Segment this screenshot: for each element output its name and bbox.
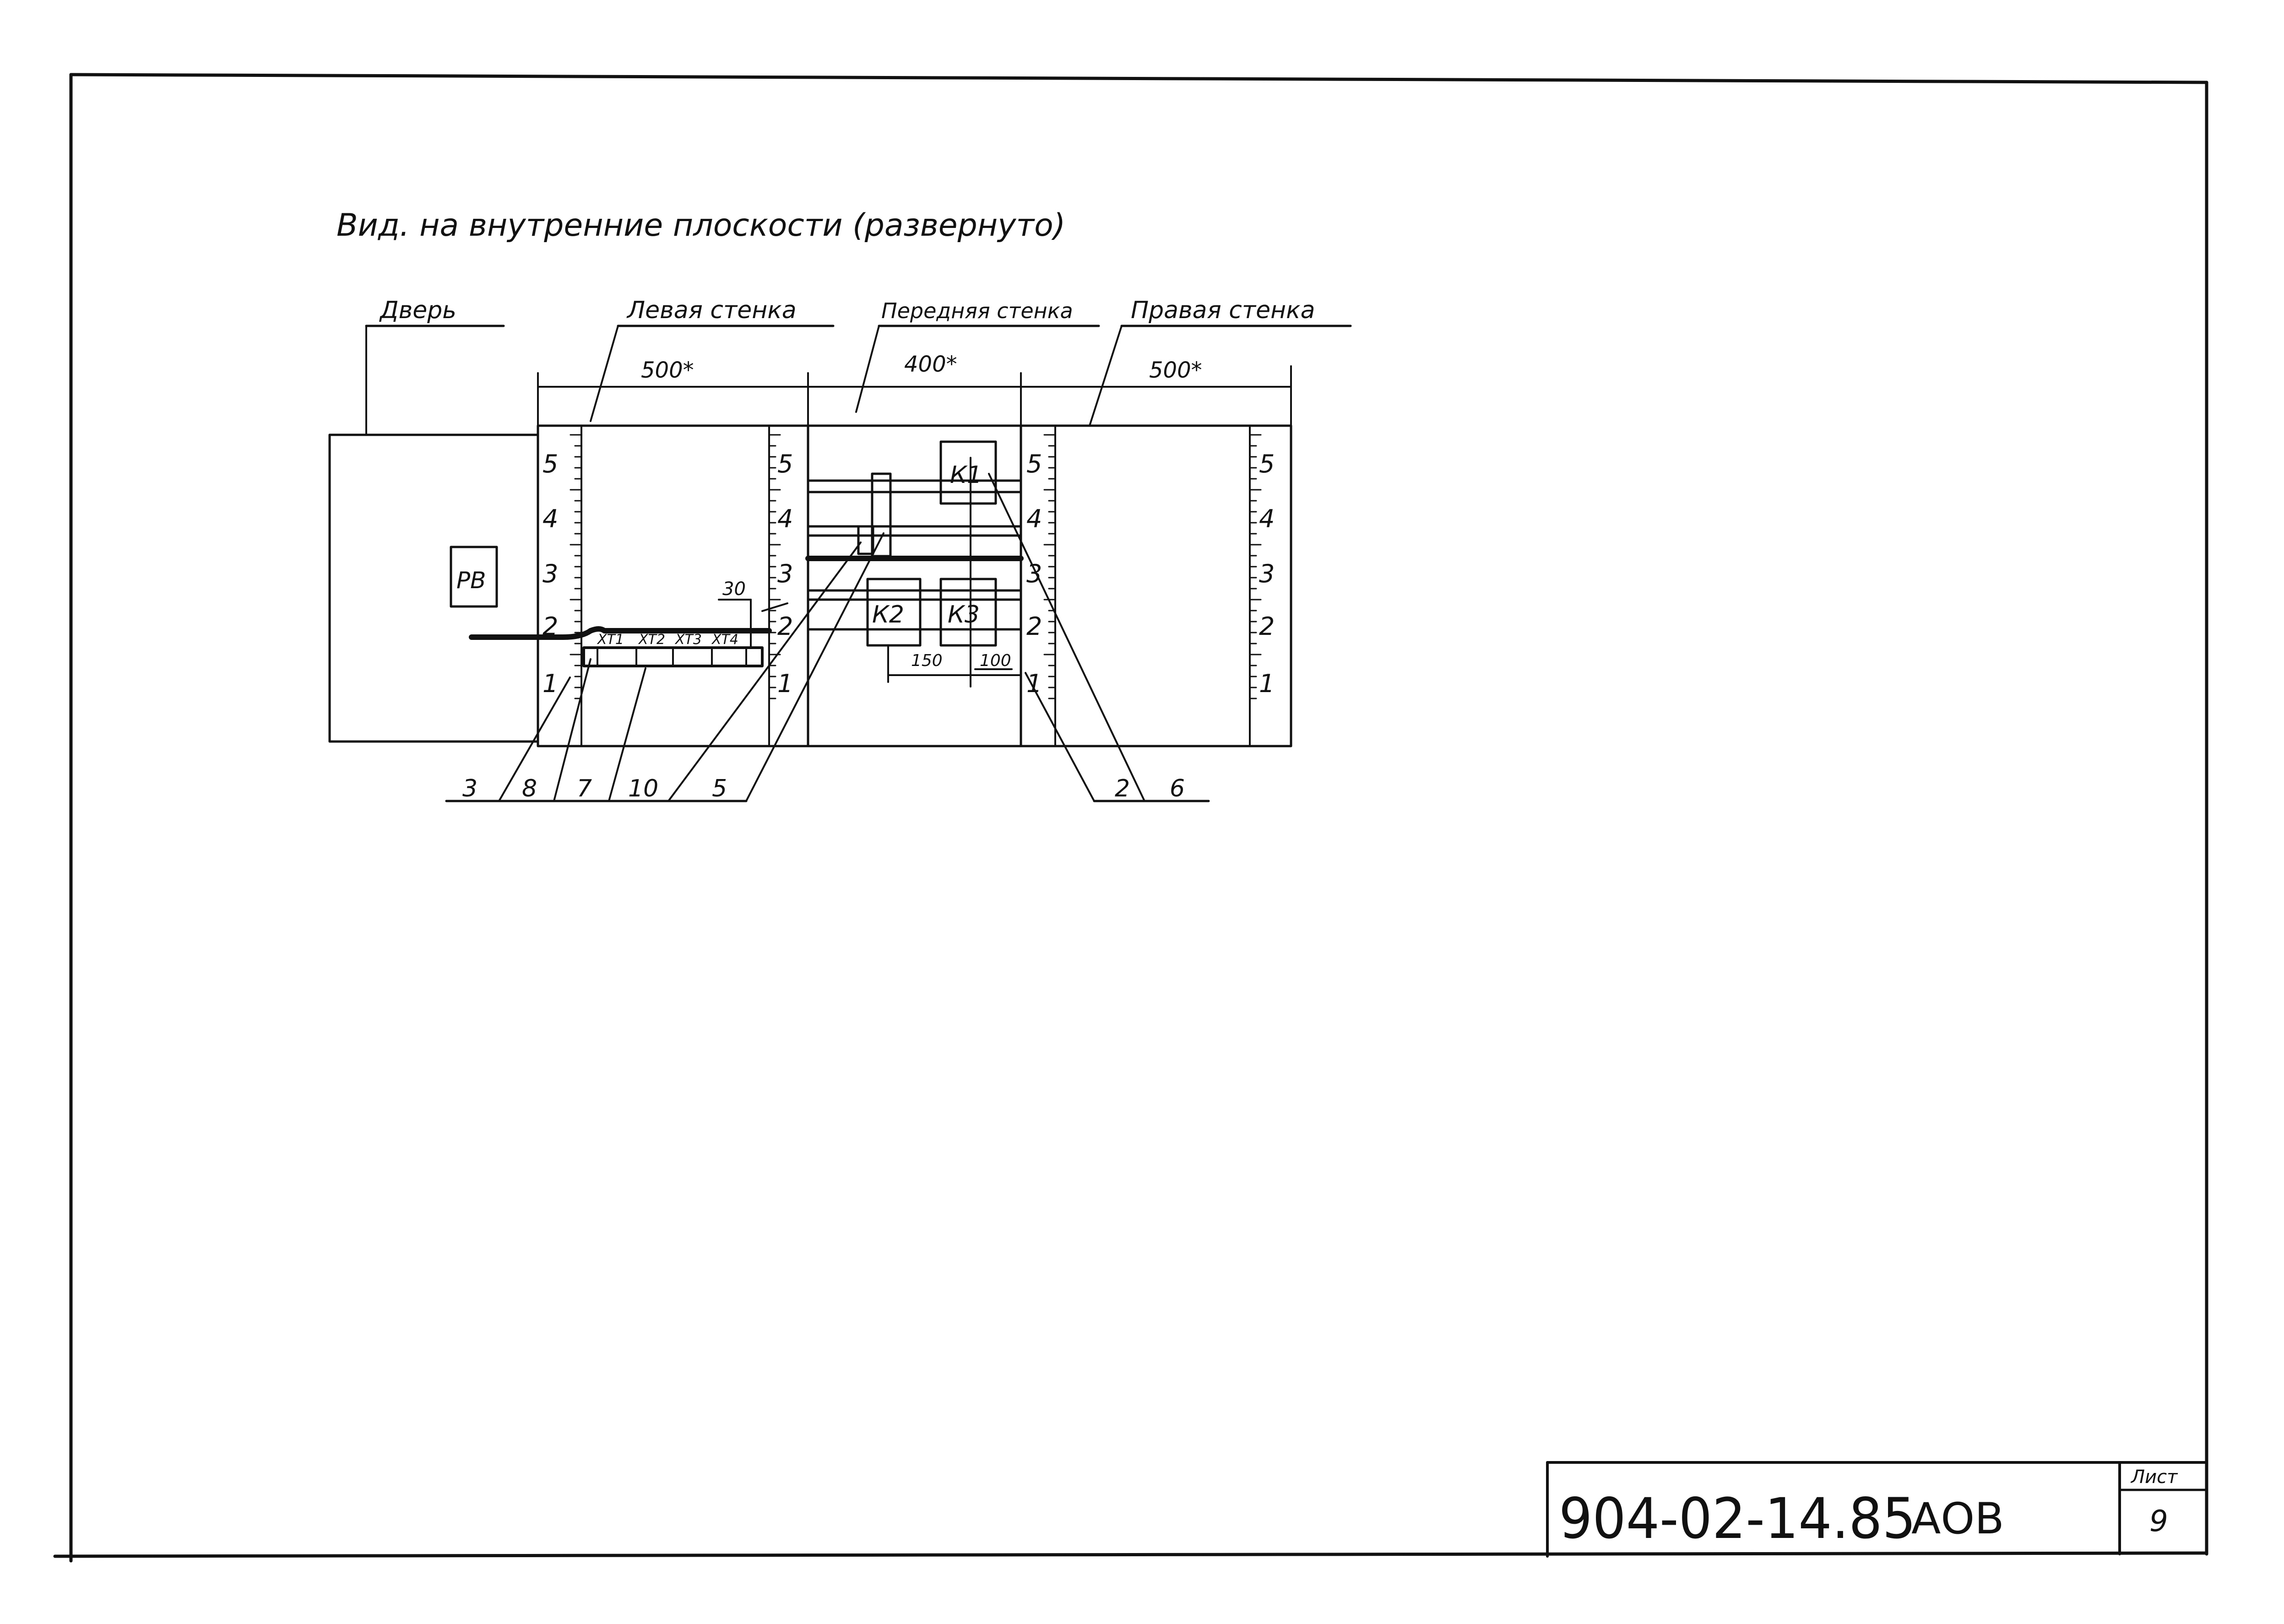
dim-gap-30: 30 [722,579,746,600]
scale-label-3: 3 [543,559,558,588]
dim-spacing-150: 150 [911,651,943,670]
view-title: Вид. на внутренние плоскости (развернуто… [336,207,1065,244]
scale-label-3: 3 [1026,559,1042,588]
sheet-frame [53,73,2208,1563]
callout-7: 7 [577,775,592,802]
label-front-wall: Передняя стенка [881,298,1073,323]
sheet-number: 9 [2149,1505,2168,1538]
terminal-xt4: ХТ4 [711,632,738,648]
label-left-wall: Левая стенка [626,297,797,324]
document-code: АОВ [1911,1494,2004,1544]
scale-label-5: 5 [1026,449,1042,478]
callout-6: 6 [1170,775,1185,802]
scale-label-1: 1 [777,669,793,698]
relay-k1-label: К1 [950,461,982,489]
wall-panels [537,424,1292,747]
scale-label-2: 2 [1259,612,1275,641]
scale-label-5: 5 [777,449,793,478]
sheet-label: Лист [2130,1467,2178,1488]
scale-label-3: 3 [777,559,793,588]
scale-label-1: 1 [543,669,558,698]
label-door: Дверь [379,297,456,324]
top-dimensions: 500* 400* 500* [537,352,1292,429]
dim-front-width: 400* [904,352,957,377]
scale-label-5: 5 [1259,449,1275,478]
scale-label-2: 2 [1026,612,1042,641]
terminal-xt3: ХТ3 [674,632,702,648]
scale-label-3: 3 [1259,559,1275,588]
relay-block-label: РВ [456,567,486,594]
callout-5: 5 [712,775,727,802]
title-block: 904-02-14.85 АОВ Лист 9 [1546,1461,2208,1558]
panel-labels: Дверь Левая стенка Передняя стенка Права… [365,297,1352,436]
scale-label-1: 1 [1259,669,1275,698]
callout-8: 8 [522,775,537,802]
scale-label-5: 5 [543,449,558,478]
terminal-xt2: ХТ2 [638,632,665,648]
terminal-block: ХТ1 ХТ2 ХТ3 ХТ4 30 [582,579,788,667]
document-designation: 904-02-14.85 [1559,1486,1916,1551]
dim-left-width: 500* [641,357,694,383]
callout-2: 2 [1115,775,1130,802]
terminal-xt1: ХТ1 [597,632,624,648]
relay-k2-label: К2 [872,601,904,628]
scale-label-4: 4 [543,504,558,533]
dim-right-width: 500* [1149,357,1202,383]
callout-10: 10 [628,775,658,802]
scale-label-2: 2 [543,612,558,641]
label-right-wall: Правая стенка [1131,297,1315,324]
front-wall-devices: К1 К2 К3 150 100 [805,440,1024,687]
dim-spacing-100: 100 [980,651,1011,670]
relay-k3-label: К3 [948,601,980,628]
scale-label-4: 4 [1259,504,1275,533]
scale-label-4: 4 [1026,504,1042,533]
scale-label-4: 4 [777,504,793,533]
callout-3: 3 [462,775,477,802]
callouts: 3 8 7 10 5 2 6 [445,473,1210,802]
scale-label-1: 1 [1026,669,1042,698]
